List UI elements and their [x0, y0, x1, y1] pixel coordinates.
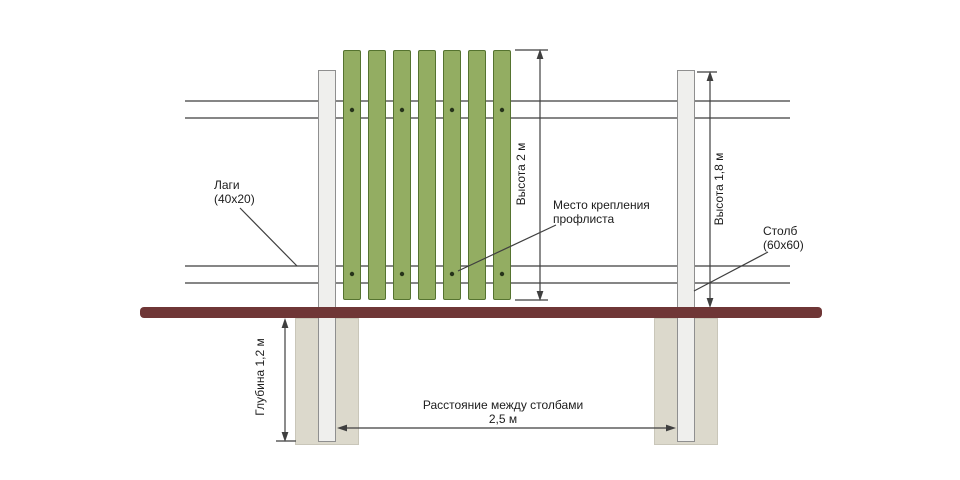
post-right: [677, 70, 695, 442]
post-distance-label-line2: 2,5 м: [488, 412, 518, 426]
profiled-sheet-plank: [368, 50, 386, 300]
sheet-height-dimension-label: Высота 2 м: [514, 142, 528, 206]
rails-leader-line: [239, 207, 298, 267]
post-distance-label-line1: Расстояние между столбами: [422, 398, 584, 412]
profiled-sheet-plank: [468, 50, 486, 300]
depth-dimension-label: Глубина 1,2 м: [253, 338, 267, 416]
post-height-dimension-label: Высота 1,8 м: [712, 152, 726, 226]
profiled-sheet-plank: [443, 50, 461, 300]
rails-label: Лаги (40х20): [214, 178, 255, 206]
attachment-label-line1: Место крепления: [553, 198, 650, 212]
profiled-sheet-plank: [343, 50, 361, 300]
post-distance-label: Расстояние между столбами 2,5 м: [353, 398, 653, 426]
rails-label-line1: Лаги: [214, 178, 240, 192]
ground-line: [140, 307, 822, 318]
attachment-label-line2: профлиста: [553, 212, 615, 226]
post-label: Столб (60х60): [763, 224, 804, 252]
post-label-line1: Столб: [763, 224, 798, 238]
profiled-sheet-plank: [418, 50, 436, 300]
post-label-line2: (60х60): [763, 238, 804, 252]
rails-label-line2: (40х20): [214, 192, 255, 206]
post-leader-line: [693, 251, 769, 292]
attachment-label: Место крепления профлиста: [553, 198, 650, 226]
profiled-sheet-plank: [393, 50, 411, 300]
post-left: [318, 70, 336, 442]
depth-dimension: [276, 318, 296, 442]
profiled-sheet-plank: [493, 50, 511, 300]
